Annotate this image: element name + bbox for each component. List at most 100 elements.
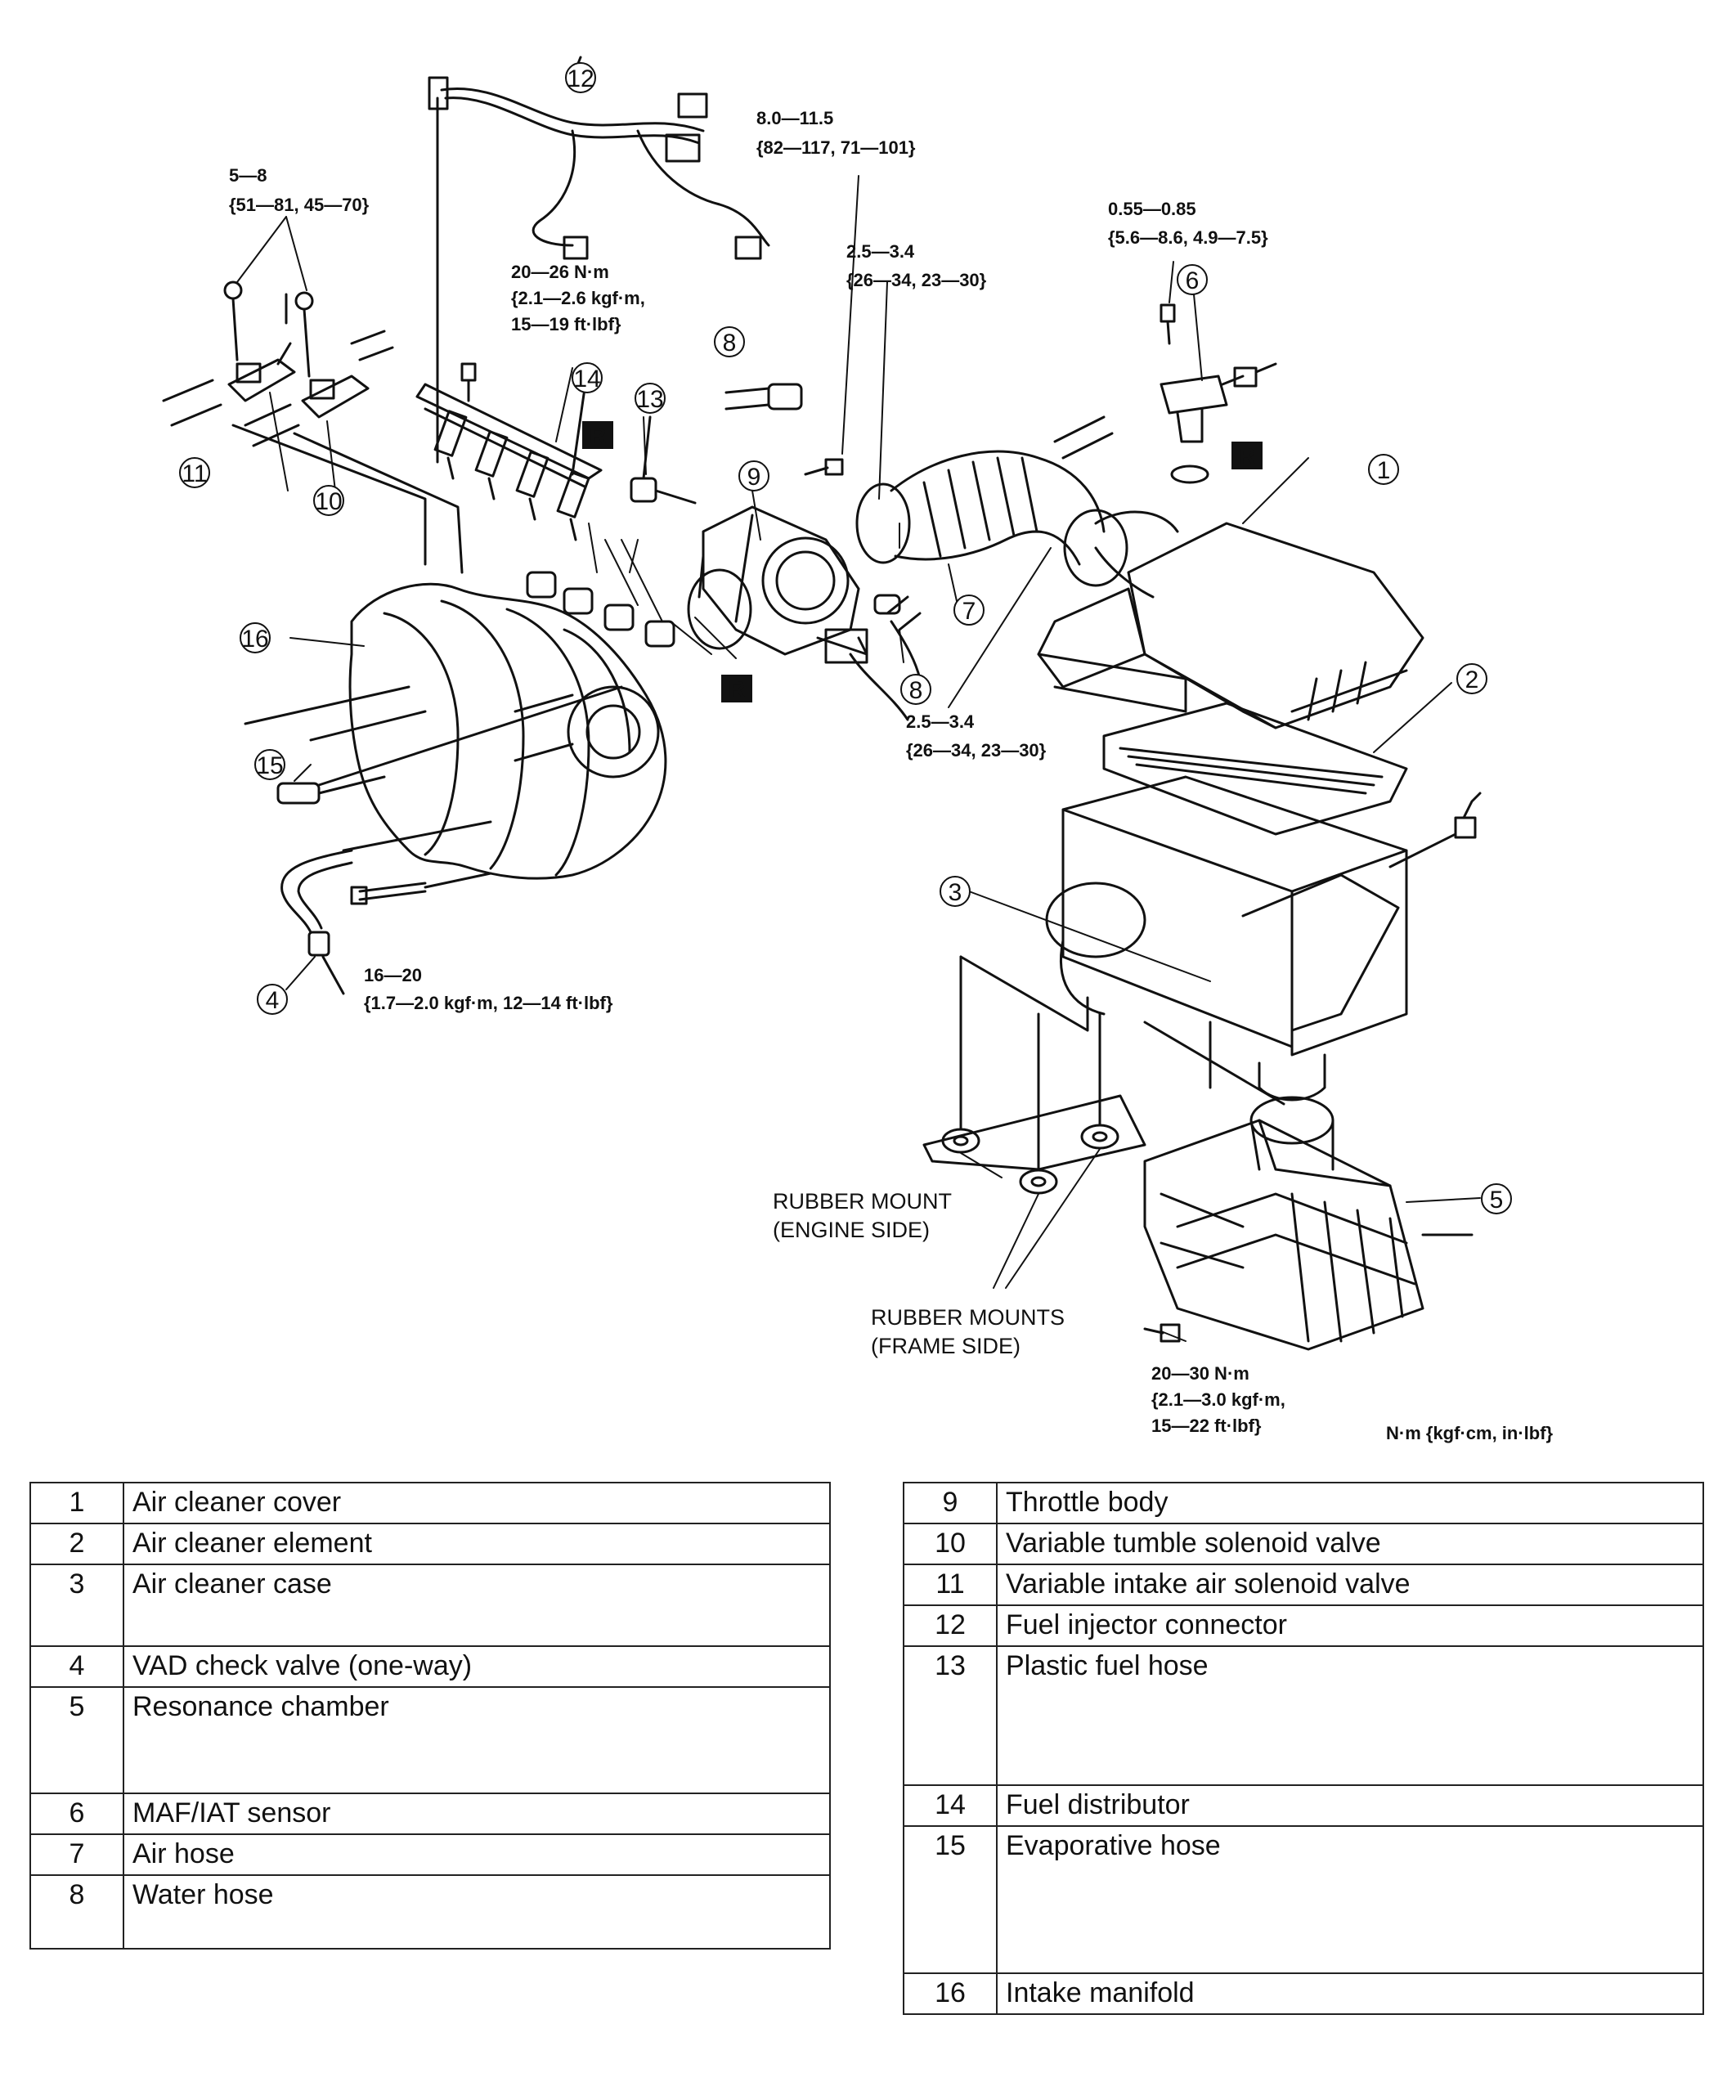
part-number: 9 [903,1482,998,1524]
callout-12: 12 [565,62,596,93]
part-name: Air hose [123,1833,831,1876]
svg-text:5: 5 [1490,1187,1504,1214]
units-note: N·m {kgf·cm, in·lbf} [1386,1423,1554,1443]
part-name: Variable tumble solenoid valve [996,1523,1704,1565]
resonance-chamber [1143,1096,1474,1351]
table-row: 9 Throttle body [903,1482,1704,1524]
torque-055-085-a: 0.55—0.85 [1108,199,1196,219]
svg-text:8: 8 [723,330,737,357]
part-callouts: 1 2 3 4 5 6 7 8 8 9 10 11 12 13 14 15 16 [179,62,1512,1214]
torque-20-30-b: {2.1—3.0 kgf·m, [1151,1389,1285,1410]
torque-8-11-b: {82—117, 71—101} [756,137,916,158]
svg-text:12: 12 [567,65,594,92]
mount-labels: RUBBER MOUNT (ENGINE SIDE) RUBBER MOUNTS… [773,1189,1065,1358]
torque-25-34-top-a: 2.5—3.4 [846,241,915,262]
part-number: 1 [29,1482,124,1524]
part-number: 14 [903,1784,998,1827]
part-number: 4 [29,1645,124,1688]
evaporative-hose [276,685,623,805]
torque-25-34-bottom-b: {26—34, 23—30} [906,740,1047,761]
part-name: Air cleaner element [123,1523,831,1565]
maf-iat-sensor [1160,362,1277,484]
table-row: 10 Variable tumble solenoid valve [903,1523,1704,1565]
rubber-mount-engine-line2: (ENGINE SIDE) [773,1218,930,1242]
part-name: Fuel distributor [996,1784,1704,1827]
plastic-fuel-hose [630,415,697,505]
part-number: 2 [29,1523,124,1565]
torque-25-34-top-b: {26—34, 23—30} [846,270,987,290]
torque-20-26-b: {2.1—2.6 kgf·m, [511,288,645,308]
replace-badges: R R R [582,421,1263,702]
air-hose [855,415,1128,587]
torque-8-11-a: 8.0—11.5 [756,108,833,128]
callout-8-top: 8 [714,326,745,357]
svg-text:15: 15 [256,752,283,779]
callout-8-bottom: 8 [900,674,931,705]
replace-badge: R [1231,442,1263,469]
svg-text:13: 13 [636,386,663,413]
torque-labels: 5—8 {51—81, 45—70} 20—26 N·m {2.1—2.6 kg… [229,108,1554,1443]
svg-text:8: 8 [909,677,923,704]
parts-table-left: 1 Air cleaner cover 2 Air cleaner elemen… [29,1482,831,1950]
parts-table-right: 9 Throttle body 10 Variable tumble solen… [903,1482,1704,2015]
table-row: 7 Air hose [29,1833,831,1876]
part-name: Air cleaner cover [123,1482,831,1524]
rubber-mounts [922,955,1285,1195]
gaskets [526,568,752,650]
part-number: 8 [29,1874,124,1950]
torque-20-30-c: 15—22 ft·lbf} [1151,1416,1262,1436]
leader-lines [236,175,1481,1342]
exploded-view-diagram: 5—8 {51—81, 45—70} 20—26 N·m {2.1—2.6 kg… [162,56,1554,1443]
torque-16-20-a: 16—20 [364,965,422,985]
table-row: 2 Air cleaner element [29,1523,831,1565]
rubber-mounts-frame-line1: RUBBER MOUNTS [871,1305,1065,1330]
part-number: 7 [29,1833,124,1876]
part-number: 11 [903,1564,998,1606]
svg-text:9: 9 [747,464,761,491]
table-row: 16 Intake manifold [903,1972,1704,2015]
torque-20-30-a: 20—30 N·m [1151,1363,1249,1384]
callout-6: 6 [1177,264,1208,295]
callout-3: 3 [940,876,971,907]
air-cleaner-cover [1037,510,1424,729]
svg-text:4: 4 [266,987,280,1014]
torque-20-26-a: 20—26 N·m [511,262,609,282]
part-number: 12 [903,1604,998,1647]
table-row: 4 VAD check valve (one-way) [29,1645,831,1688]
rubber-mounts-frame-line2: (FRAME SIDE) [871,1334,1021,1358]
callout-9: 9 [738,460,769,491]
part-number: 16 [903,1972,998,2015]
torque-5-8-b: {51—81, 45—70} [229,195,370,215]
fuel-distributor [415,383,603,541]
svg-text:14: 14 [573,366,600,393]
replace-badge: R [721,675,752,702]
replace-badge: R [582,421,613,449]
torque-25-34-bottom-a: 2.5—3.4 [906,711,975,732]
table-row: 1 Air cleaner cover [29,1482,831,1524]
throttle-body [698,505,909,721]
svg-text:7: 7 [962,598,976,625]
part-number: 6 [29,1793,124,1835]
torque-055-085-b: {5.6—8.6, 4.9—7.5} [1108,227,1268,248]
part-name: MAF/IAT sensor [123,1793,831,1835]
air-cleaner-case [1045,775,1482,1102]
svg-text:6: 6 [1186,267,1200,294]
rubber-mount-engine-line1: RUBBER MOUNT [773,1189,952,1214]
vad-check-valve [280,820,492,995]
svg-text:R: R [729,676,745,702]
table-row: 12 Fuel injector connector [903,1604,1704,1647]
callout-14: 14 [572,362,603,393]
part-number: 3 [29,1564,124,1647]
part-name: Evaporative hose [996,1825,1704,1974]
svg-text:R: R [590,423,606,448]
table-row: 3 Air cleaner case [29,1564,831,1647]
table-row: 14 Fuel distributor [903,1784,1704,1827]
callout-13: 13 [635,383,666,414]
table-row: 15 Evaporative hose [903,1825,1704,1974]
callout-1: 1 [1368,454,1399,485]
part-number: 13 [903,1645,998,1786]
part-name: Plastic fuel hose [996,1645,1704,1786]
table-row: 5 Resonance chamber [29,1686,831,1794]
part-number: 10 [903,1523,998,1565]
svg-text:1: 1 [1377,457,1391,484]
